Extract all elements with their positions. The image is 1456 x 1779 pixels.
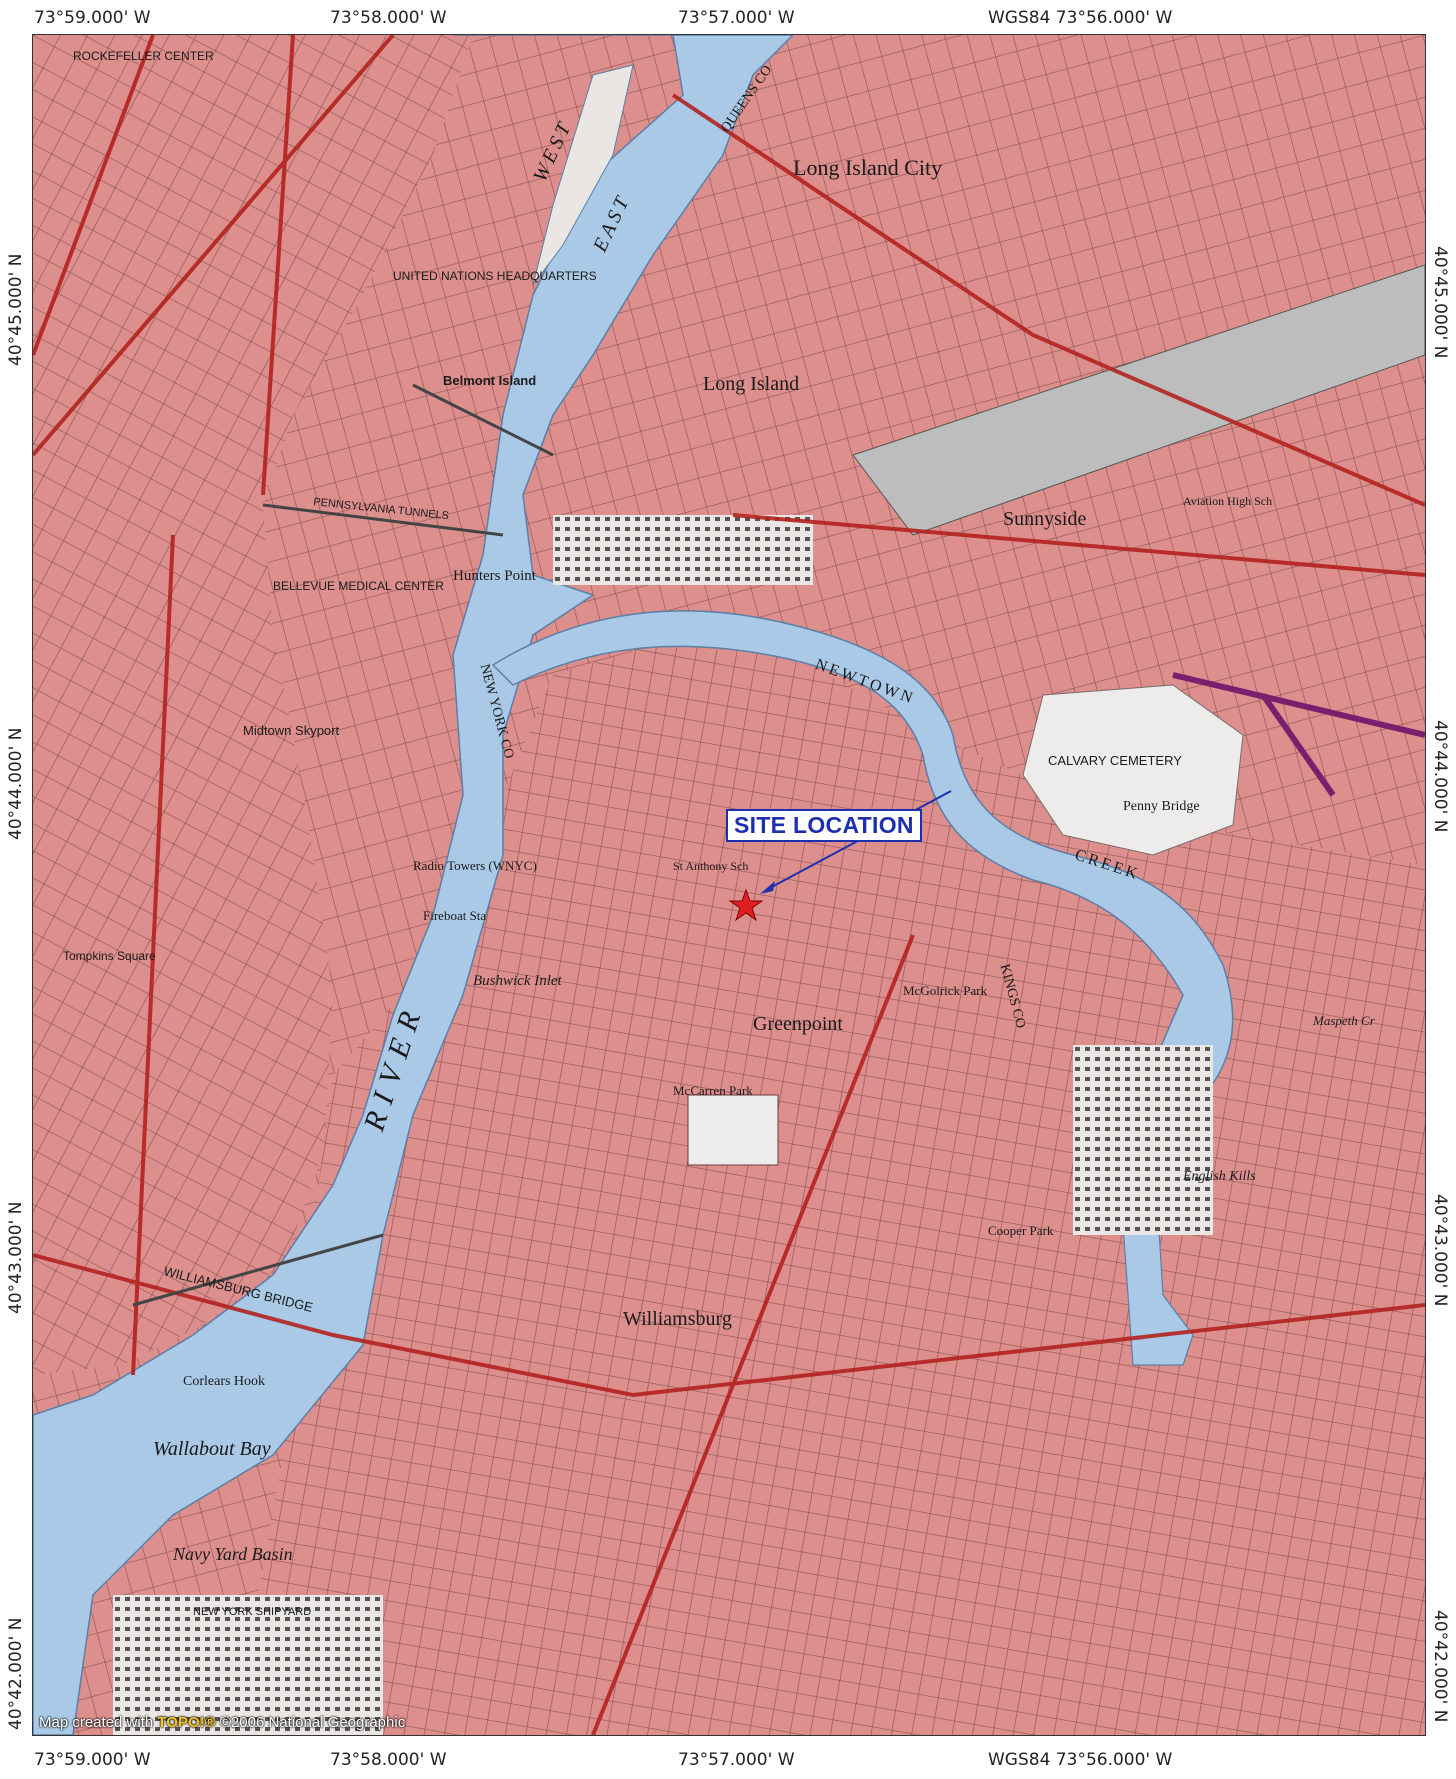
label-mccarren: McCarren Park <box>673 1083 753 1098</box>
label-shipyard: NEW YORK SHIPYARD <box>193 1606 311 1618</box>
site-location-label: SITE LOCATION <box>726 809 922 842</box>
coord-left-1: 40°45.000' N <box>6 253 26 366</box>
map-frame[interactable]: Long Island City Long Island Sunnyside G… <box>32 34 1426 1736</box>
mccarren-park <box>687 1094 779 1166</box>
navy-yard <box>113 1595 383 1735</box>
label-sunnyside: Sunnyside <box>1003 508 1086 530</box>
label-tompkins: Tompkins Square <box>63 949 156 963</box>
label-rockefeller: ROCKEFELLER CENTER <box>73 49 214 63</box>
label-williamsburg: Williamsburg <box>623 1308 732 1330</box>
label-navy: Navy Yard Basin <box>172 1544 293 1564</box>
expressway <box>1172 672 1425 797</box>
topo-map: Long Island City Long Island Sunnyside G… <box>33 35 1425 1735</box>
coord-right-2: 40°44.000' N <box>1430 720 1450 833</box>
label-greenpoint: Greenpoint <box>753 1013 843 1035</box>
label-long-island-city: Long Island City <box>793 155 942 180</box>
coord-right-1: 40°45.000' N <box>1430 246 1450 359</box>
coord-bottom-2: 73°58.000' W <box>330 1750 447 1770</box>
coord-bottom-3: 73°57.000' W <box>678 1750 795 1770</box>
label-aviation: Aviation High Sch <box>1183 494 1272 508</box>
credit-prefix: Map created with <box>39 1714 154 1731</box>
label-midtown: Midtown Skyport <box>243 723 339 738</box>
label-hunters: Hunters Point <box>453 568 537 584</box>
coord-top-3: 73°57.000' W <box>678 8 795 28</box>
coord-right-4: 40°42.000' N <box>1430 1610 1450 1723</box>
sunnyside-yard <box>852 264 1425 536</box>
hunters-point-industrial <box>553 515 813 585</box>
label-english: English Kills <box>1182 1169 1256 1184</box>
label-fireboat: Fireboat Sta <box>423 908 486 923</box>
label-stanthony: St Anthony Sch <box>673 859 748 873</box>
coord-bottom-4: WGS84 73°56.000' W <box>988 1750 1173 1770</box>
calvary-cemetery <box>1022 684 1244 856</box>
manhattan <box>33 35 473 1375</box>
label-long-island: Long Island <box>703 373 799 395</box>
site-star-icon <box>728 888 764 922</box>
label-wallabout: Wallabout Bay <box>153 1438 271 1460</box>
label-un: UNITED NATIONS HEADQUARTERS <box>393 269 597 283</box>
coord-left-2: 40°44.000' N <box>6 727 26 840</box>
coord-top-4: WGS84 73°56.000' W <box>988 8 1173 28</box>
coord-right-3: 40°43.000' N <box>1430 1194 1450 1307</box>
label-radio: Radio Towers (WNYC) <box>413 858 537 873</box>
map-credit: Map created with TOPO!® ©2006 National G… <box>39 1714 405 1731</box>
roosevelt-island <box>532 64 634 286</box>
coord-left-4: 40°42.000' N <box>6 1617 26 1730</box>
major-roads <box>33 35 1425 1735</box>
east-river <box>33 35 795 1735</box>
label-belmont: Belmont Island <box>443 373 536 388</box>
label-cooper: Cooper Park <box>988 1223 1054 1238</box>
label-mcgolrick: McGolrick Park <box>903 983 988 998</box>
label-bushwick: Bushwick Inlet <box>473 973 563 989</box>
bridges <box>132 383 554 1307</box>
label-penny: Penny Bridge <box>1123 799 1200 814</box>
label-bellevue: BELLEVUE MEDICAL CENTER <box>273 579 444 593</box>
label-calvary: CALVARY CEMETERY <box>1048 753 1182 768</box>
coord-bottom-1: 73°59.000' W <box>34 1750 151 1770</box>
credit-suffix: ©2006 National Geographic <box>219 1714 406 1731</box>
topo-logo: TOPO!® <box>157 1714 216 1731</box>
label-maspeth: Maspeth Cr <box>1312 1013 1376 1028</box>
label-corlears: Corlears Hook <box>183 1374 265 1389</box>
site-arrowhead <box>760 881 775 894</box>
industrial-east <box>1073 1045 1213 1235</box>
coord-top-2: 73°58.000' W <box>330 8 447 28</box>
coord-top-1: 73°59.000' W <box>34 8 151 28</box>
coord-left-3: 40°43.000' N <box>6 1201 26 1314</box>
